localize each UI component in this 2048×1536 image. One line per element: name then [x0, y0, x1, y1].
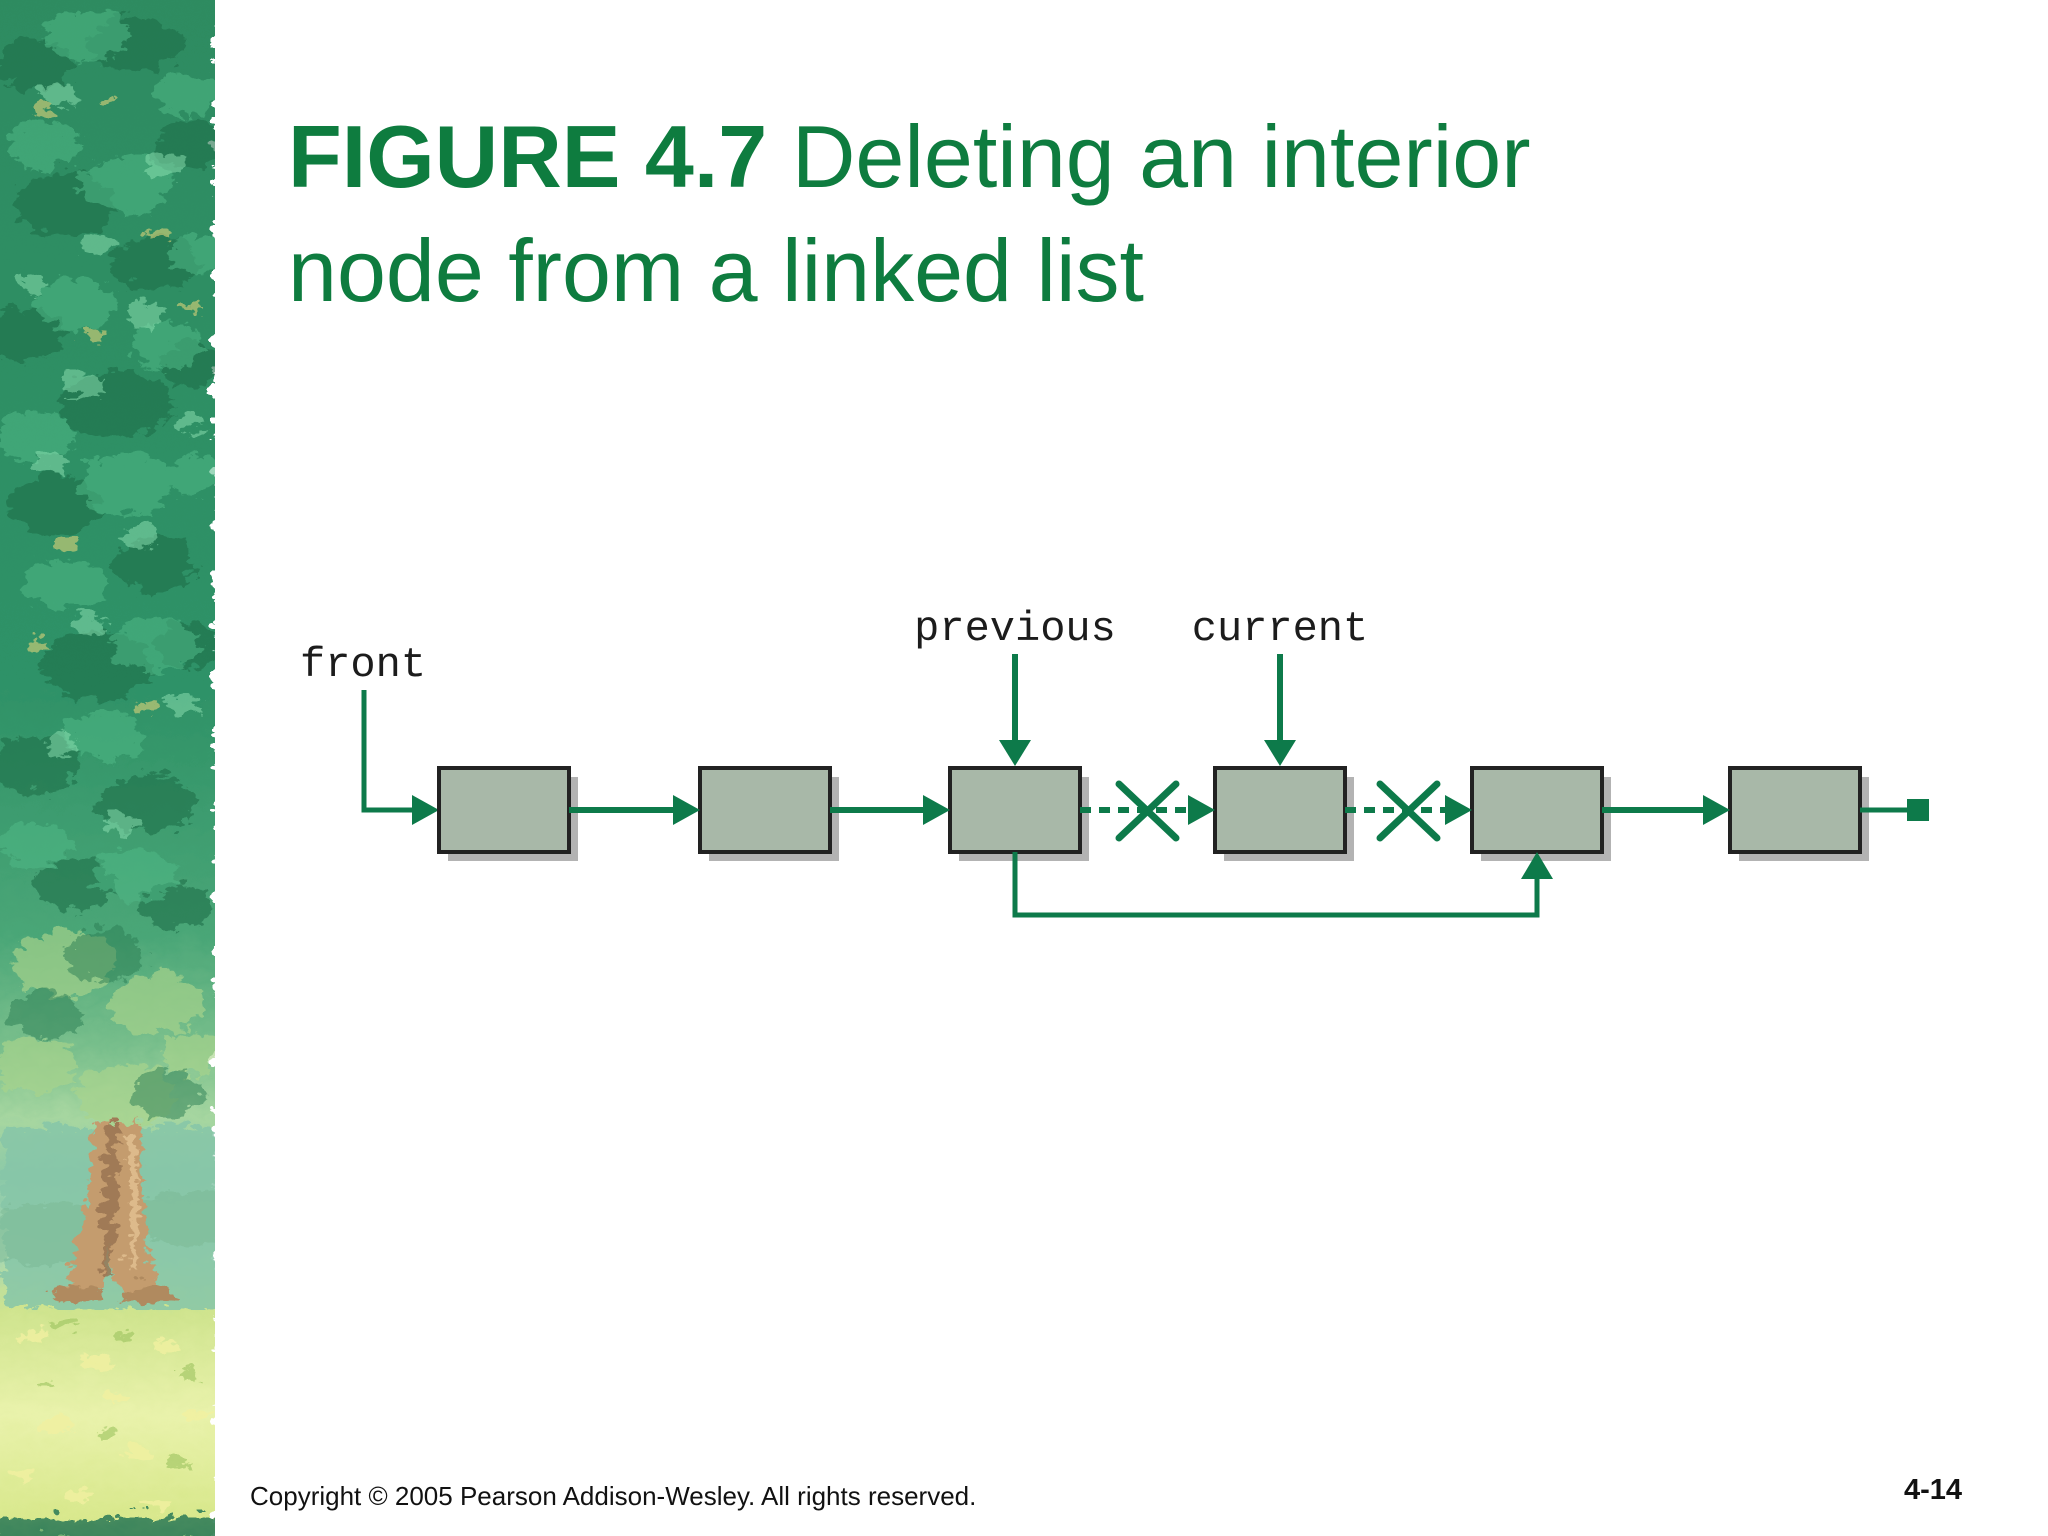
- deleted-link-arrow-4-5: [1345, 780, 1472, 842]
- page-number: 4-14: [1904, 1474, 1963, 1506]
- list-node-3-previous: [948, 766, 1089, 861]
- figure-number: FIGURE 4.7: [288, 107, 768, 206]
- front-pointer-arrow: [361, 690, 439, 825]
- x-mark-1: [1115, 780, 1180, 842]
- title-text-line1: Deleting an interior: [791, 107, 1531, 206]
- link-arrow-1-2: [569, 795, 700, 825]
- link-arrow-5-6: [1602, 795, 1730, 825]
- list-node-5: [1470, 766, 1611, 861]
- previous-label: previous: [914, 605, 1116, 653]
- list-node-6: [1728, 766, 1869, 861]
- link-arrow-2-3: [830, 795, 950, 825]
- list-node-1: [437, 766, 578, 861]
- tree-artwork: [0, 0, 215, 1536]
- copyright-text: Copyright © 2005 Pearson Addison-Wesley.…: [250, 1481, 977, 1511]
- foliage-texture: [0, 4, 215, 1122]
- title-text-line2: node from a linked list: [288, 221, 1144, 320]
- list-node-4-current: [1213, 766, 1354, 861]
- x-mark-2: [1376, 780, 1441, 842]
- grass-texture: [0, 1315, 215, 1536]
- deleted-link-arrow-3-4: [1080, 780, 1215, 842]
- current-label: current: [1192, 605, 1368, 653]
- null-terminator: [1907, 799, 1929, 821]
- current-pointer-arrow: [1264, 654, 1296, 766]
- tree-trunk: [0, 1118, 215, 1304]
- front-label: front: [300, 641, 426, 689]
- previous-pointer-arrow: [999, 654, 1031, 766]
- tail-link: [1860, 799, 1929, 821]
- bypass-arrow: [1012, 852, 1553, 918]
- list-node-2: [698, 766, 839, 861]
